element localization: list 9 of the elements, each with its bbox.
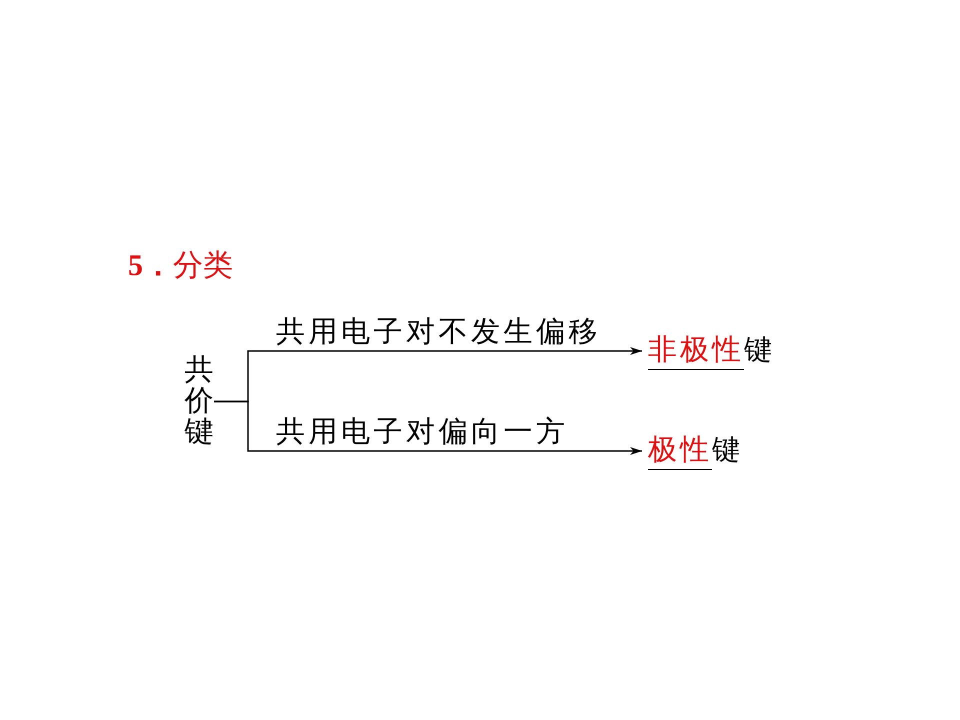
- heading: 5．分类: [128, 248, 233, 284]
- edge-label: 共用电子对偏向一方: [276, 416, 568, 448]
- fill-in-line: 非极性: [648, 334, 744, 370]
- fill-in-line: 极性: [648, 434, 712, 470]
- term-label: 共价键: [184, 355, 214, 448]
- edge-label: 共用电子对不发生偏移: [276, 316, 601, 348]
- term-text: 键: [712, 434, 740, 468]
- arrow: [214, 400, 642, 455]
- term-text: 键: [744, 334, 772, 368]
